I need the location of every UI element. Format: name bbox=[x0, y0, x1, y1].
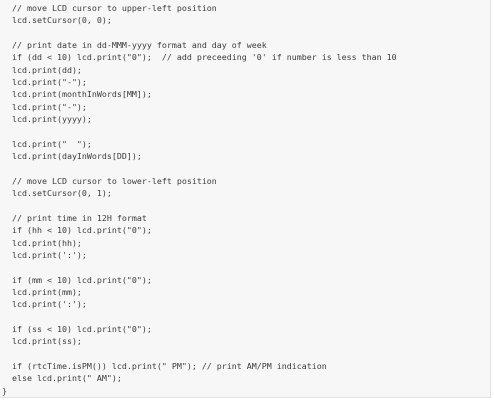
code-line: if (dd < 10) lcd.print("0"); // add prec… bbox=[12, 52, 397, 63]
code-line bbox=[12, 261, 397, 273]
code-line: lcd.setCursor(0, 0); bbox=[12, 15, 112, 26]
code-line: lcd.print(ss); bbox=[12, 336, 82, 347]
code-line: lcd.print(dd); bbox=[12, 64, 82, 75]
code-line: // print time in 12H format bbox=[12, 212, 147, 223]
code-line bbox=[12, 125, 397, 137]
code-line: lcd.setCursor(0, 1); bbox=[12, 188, 112, 199]
code-line bbox=[12, 162, 397, 174]
code-line: // move LCD cursor to upper-left positio… bbox=[12, 3, 217, 13]
code-line: if (ss < 10) lcd.print("0"); bbox=[12, 323, 152, 334]
code-line: lcd.print(yyyy); bbox=[12, 114, 92, 125]
code-line bbox=[12, 348, 397, 360]
closing-brace: } bbox=[2, 386, 7, 396]
code-line: // print date in dd-MMM-yyyy format and … bbox=[12, 40, 267, 51]
code-lines: // move LCD cursor to upper-left positio… bbox=[12, 2, 397, 385]
code-line: lcd.print("-"); bbox=[12, 77, 87, 88]
code-line: lcd.print(':'); bbox=[12, 249, 87, 260]
code-line: lcd.print(mm); bbox=[12, 286, 82, 297]
code-line: lcd.print(" "); bbox=[12, 138, 92, 149]
code-line: // move LCD cursor to lower-left positio… bbox=[12, 175, 217, 186]
code-line: lcd.print(monthInWords[MM]); bbox=[12, 89, 152, 100]
code-line: if (mm < 10) lcd.print("0"); bbox=[12, 274, 152, 285]
code-line: lcd.print(hh); bbox=[12, 237, 82, 248]
code-line bbox=[12, 200, 397, 212]
code-line bbox=[12, 27, 397, 39]
code-line: if (rtcTime.isPM()) lcd.print(" PM"); //… bbox=[12, 360, 327, 371]
code-line: if (hh < 10) lcd.print("0"); bbox=[12, 225, 152, 236]
code-line: else lcd.print(" AM"); bbox=[12, 373, 122, 384]
code-line: lcd.print(':'); bbox=[12, 299, 87, 310]
code-line: lcd.print(dayInWords[DD]); bbox=[12, 151, 142, 162]
code-line bbox=[12, 311, 397, 323]
code-line: lcd.print("-"); bbox=[12, 101, 87, 112]
